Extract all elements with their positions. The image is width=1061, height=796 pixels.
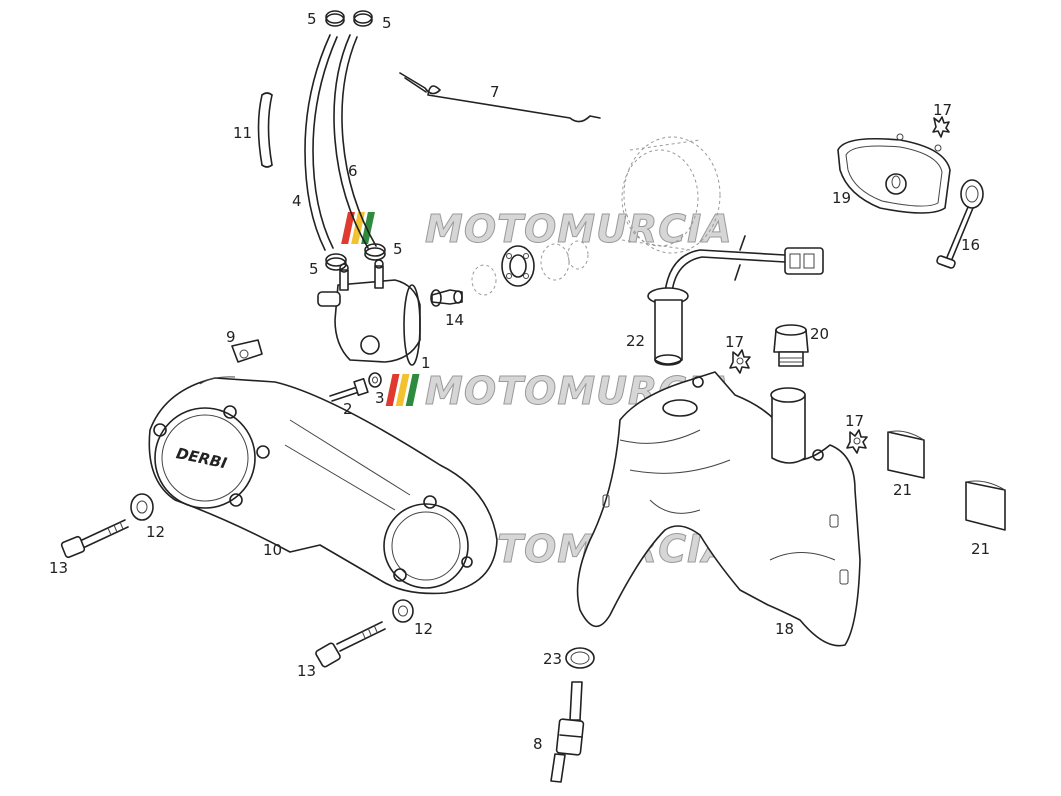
sensor-8 xyxy=(550,681,585,783)
fuel-hose-6 xyxy=(333,34,377,249)
dipstick-16 xyxy=(936,179,984,269)
callout-9: 9 xyxy=(226,328,236,346)
callout-17: 17 xyxy=(725,333,744,351)
callout-5: 5 xyxy=(309,260,319,278)
callout-17: 17 xyxy=(933,101,952,119)
watermark-text: MOTOMURCIA xyxy=(425,207,733,251)
callout-23: 23 xyxy=(543,650,562,668)
washer-12b xyxy=(392,599,414,623)
callout-13: 13 xyxy=(297,662,316,680)
callout-12: 12 xyxy=(146,523,165,541)
callout-7: 7 xyxy=(490,83,500,101)
fuel-tap-1 xyxy=(317,259,421,366)
callout-20: 20 xyxy=(810,325,829,343)
callout-5: 5 xyxy=(307,10,317,28)
fuel-cap-20 xyxy=(773,324,809,367)
callout-12: 12 xyxy=(414,620,433,638)
star-washer-17b xyxy=(729,349,751,374)
callout-13: 13 xyxy=(49,559,68,577)
fuel-tank-18 xyxy=(576,371,861,647)
callout-3: 3 xyxy=(375,389,385,407)
pad-21a xyxy=(887,430,925,479)
fuel-hose-4 xyxy=(304,34,338,251)
transmission-cover-10: DERBI xyxy=(148,376,498,595)
callout-5: 5 xyxy=(393,240,403,258)
callout-1: 1 xyxy=(421,354,431,372)
bolt-13b xyxy=(315,621,386,668)
washer-12a xyxy=(130,493,154,521)
screw-2 xyxy=(329,377,369,402)
star-washer-17c xyxy=(846,429,868,454)
washer-3 xyxy=(368,372,382,388)
fuel-level-sender-22 xyxy=(647,235,824,366)
callout-4: 4 xyxy=(292,192,302,210)
seal-23 xyxy=(565,647,595,669)
callout-8: 8 xyxy=(533,735,543,753)
hose-clamps-top xyxy=(325,10,373,27)
fitting-14 xyxy=(430,289,463,307)
callout-5: 5 xyxy=(382,14,392,32)
star-washer-17a xyxy=(932,116,950,138)
callout-16: 16 xyxy=(961,236,980,254)
callout-labels: 5 5 5 5 7 11 4 6 14 1 2 3 9 12 13 10 12 … xyxy=(49,10,990,753)
callout-22: 22 xyxy=(626,332,645,350)
bolt-13a xyxy=(60,519,129,559)
callout-10: 10 xyxy=(263,541,282,559)
bearing xyxy=(471,240,589,296)
clip-9 xyxy=(231,339,263,363)
callout-2: 2 xyxy=(343,400,353,418)
callout-18: 18 xyxy=(775,620,794,638)
callout-6: 6 xyxy=(348,162,358,180)
callout-21: 21 xyxy=(893,481,912,499)
cover-plate-19 xyxy=(837,133,951,214)
flywheel-outline xyxy=(621,136,721,254)
callout-21: 21 xyxy=(971,540,990,558)
callout-14: 14 xyxy=(445,311,464,329)
spring-clip-7 xyxy=(399,72,601,123)
watermark-top: MOTOMURCIA xyxy=(341,207,733,252)
hose-segment-11 xyxy=(257,92,273,168)
callout-17: 17 xyxy=(845,412,864,430)
pad-21b xyxy=(965,480,1006,531)
callout-19: 19 xyxy=(832,189,851,207)
callout-11: 11 xyxy=(233,124,252,142)
